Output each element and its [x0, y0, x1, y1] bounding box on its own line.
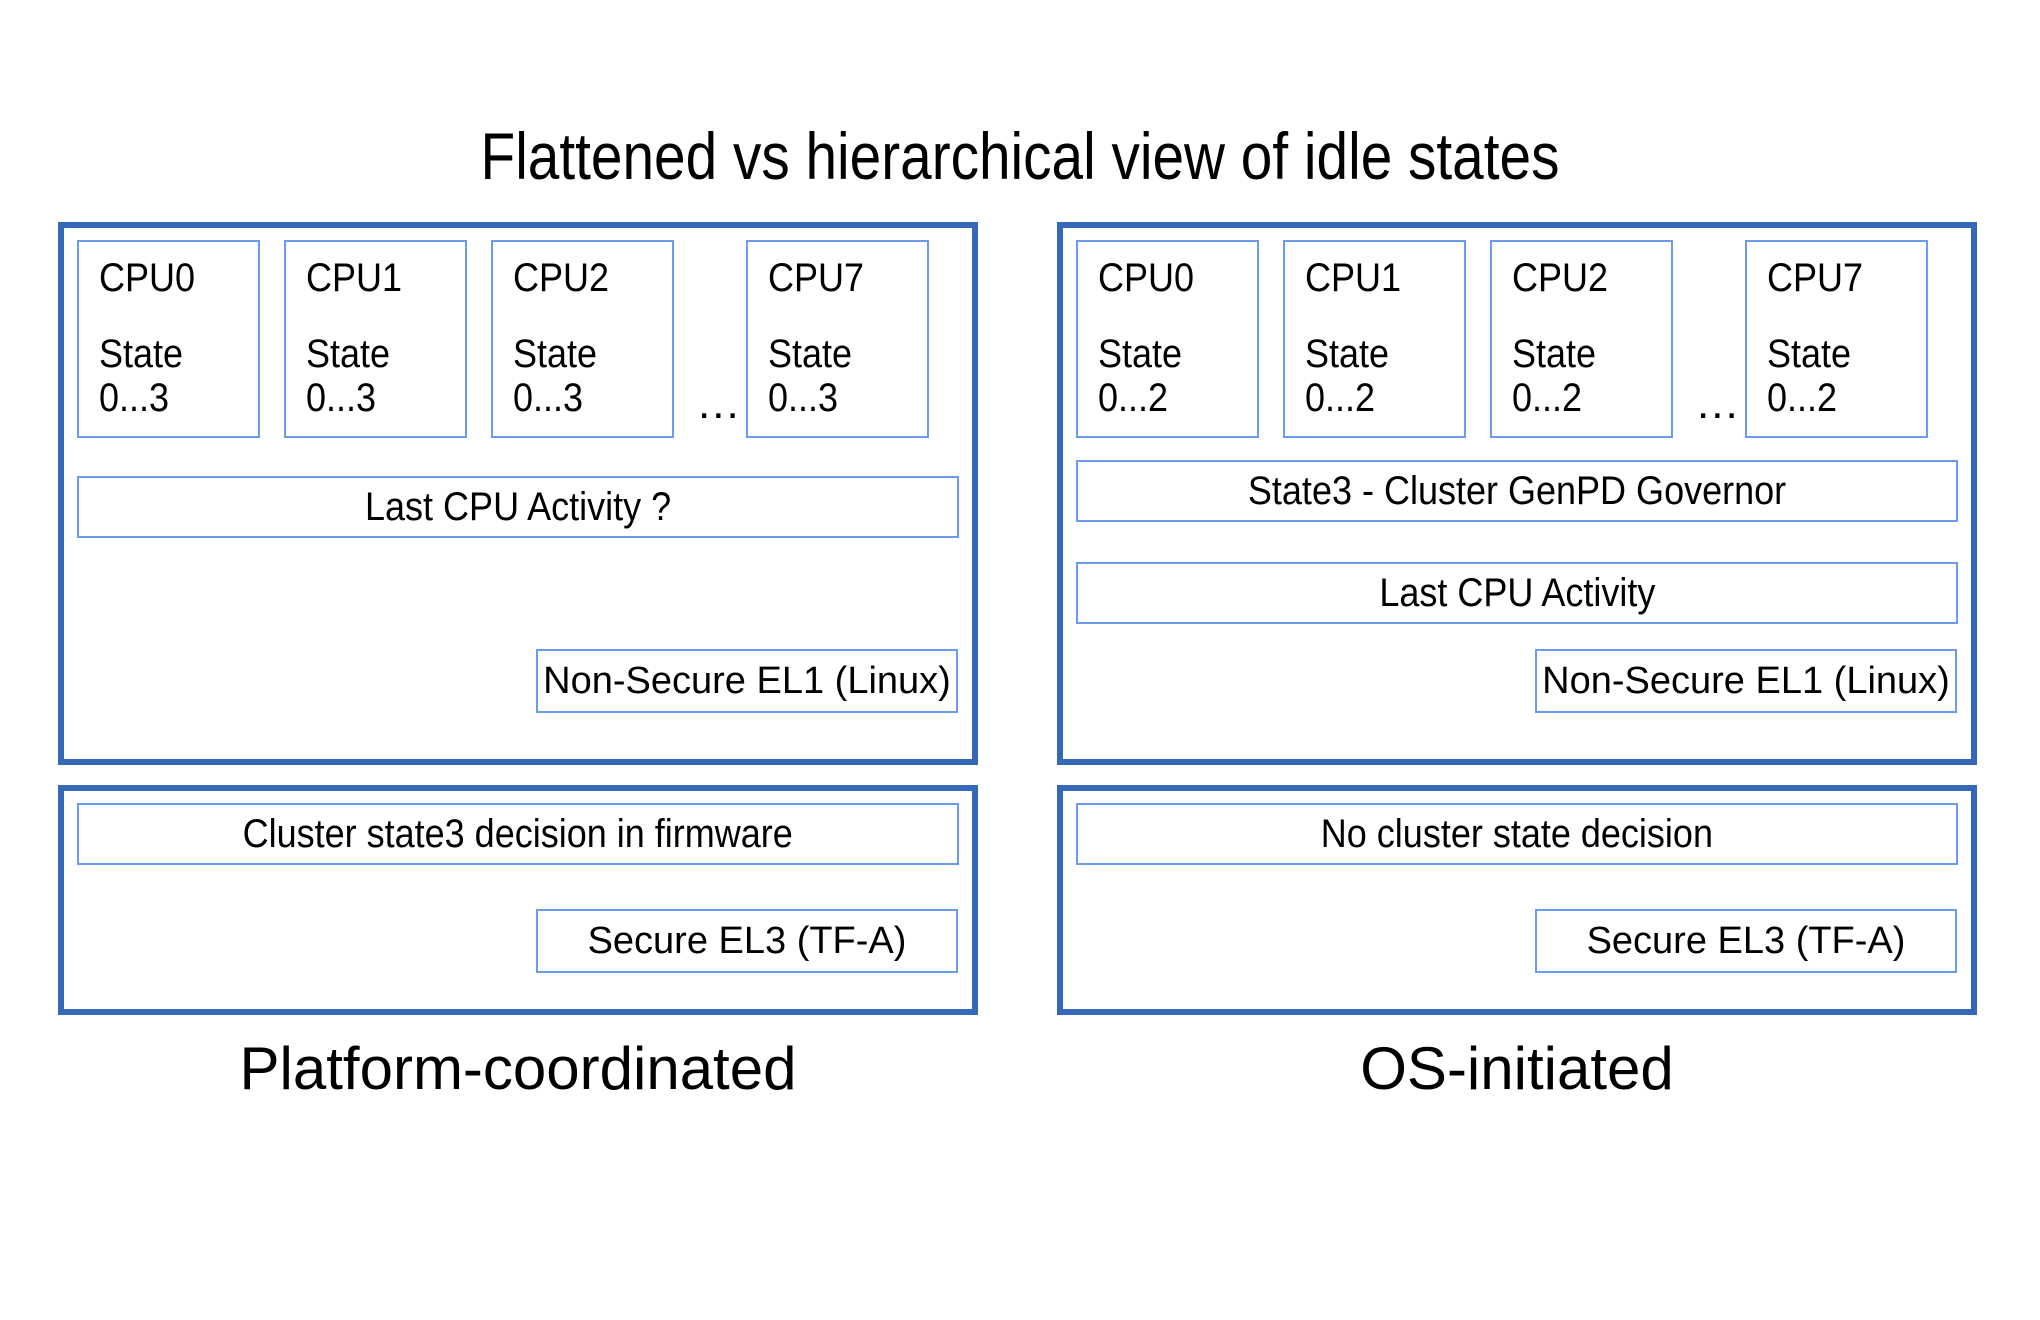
cpu-state: State 0...3	[99, 332, 183, 420]
cpu-state-label: State	[1098, 332, 1183, 376]
cpu-state-label: State	[1512, 332, 1597, 376]
cpu-state-range: 0...3	[768, 376, 839, 420]
cpu-state-range: 0...2	[1098, 376, 1169, 420]
last-cpu-activity-bar-left: Last CPU Activity ?	[77, 476, 959, 538]
caption-os-initiated: OS-initiated	[1057, 1034, 1977, 1104]
cpu-ellipsis-left: ...	[698, 379, 741, 428]
last-cpu-activity-bar-right: Last CPU Activity	[1076, 562, 1958, 624]
secure-el3-panel-left: Cluster state3 decision in firmware Secu…	[58, 785, 978, 1015]
cpu-state-label: State	[513, 332, 598, 376]
cpu-state: State 0...2	[1767, 332, 1851, 420]
cpu-label: CPU0	[99, 256, 196, 300]
secure-el3-tag-right: Secure EL3 (TF-A)	[1535, 909, 1957, 973]
cpu-state: State 0...3	[306, 332, 390, 420]
caption-label: Platform-coordinated	[239, 1035, 797, 1102]
page-title: Flattened vs hierarchical view of idle s…	[480, 119, 1560, 193]
non-secure-el1-tag-right: Non-Secure EL1 (Linux)	[1535, 649, 1957, 713]
cpu-state: State 0...3	[768, 332, 852, 420]
cpu-box-cpu1-right[interactable]: CPU1 State 0...2	[1283, 240, 1466, 438]
cpu-box-cpu7-right[interactable]: CPU7 State 0...2	[1745, 240, 1928, 438]
cpu-state-label: State	[306, 332, 391, 376]
cpu-label: CPU7	[768, 256, 865, 300]
cpu-state-range: 0...2	[1305, 376, 1376, 420]
cpu-box-cpu0-left[interactable]: CPU0 State 0...3	[77, 240, 260, 438]
cpu-row-right: CPU0 State 0...2 CPU1 State 0...2 CPU2 S…	[1076, 240, 1958, 438]
caption-platform-coordinated: Platform-coordinated	[58, 1034, 978, 1104]
cpu-ellipsis-right: ...	[1697, 379, 1740, 428]
cpu-state-label: State	[1767, 332, 1852, 376]
cpu-label: CPU0	[1098, 256, 1195, 300]
cluster-decision-bar-right: No cluster state decision	[1076, 803, 1958, 865]
cpu-box-cpu1-left[interactable]: CPU1 State 0...3	[284, 240, 467, 438]
cpu-label: CPU2	[1512, 256, 1609, 300]
caption-label: OS-initiated	[1360, 1035, 1674, 1102]
secure-el3-panel-right: No cluster state decision Secure EL3 (TF…	[1057, 785, 1977, 1015]
cpu-label: CPU1	[306, 256, 403, 300]
last-cpu-activity-label: Last CPU Activity ?	[364, 485, 672, 529]
cpu-state: State 0...3	[513, 332, 597, 420]
cpu-state-range: 0...3	[306, 376, 377, 420]
cpu-box-cpu7-left[interactable]: CPU7 State 0...3	[746, 240, 929, 438]
column-platform-coordinated: CPU0 State 0...3 CPU1 State 0...3 CPU2 S…	[58, 222, 978, 1015]
secure-el3-tag-left: Secure EL3 (TF-A)	[536, 909, 958, 973]
cpu-state-range: 0...3	[99, 376, 170, 420]
non-secure-el1-label: Non-Secure EL1 (Linux)	[543, 660, 951, 702]
cpu-state-label: State	[768, 332, 853, 376]
cpu-state-range: 0...2	[1767, 376, 1838, 420]
cpu-state: State 0...2	[1098, 332, 1182, 420]
cpu-label: CPU1	[1305, 256, 1402, 300]
cpu-label: CPU2	[513, 256, 610, 300]
cpu-row-left: CPU0 State 0...3 CPU1 State 0...3 CPU2 S…	[77, 240, 959, 438]
cpu-box-cpu2-right[interactable]: CPU2 State 0...2	[1490, 240, 1673, 438]
cluster-decision-bar-left: Cluster state3 decision in firmware	[77, 803, 959, 865]
last-cpu-activity-label: Last CPU Activity	[1378, 571, 1656, 615]
column-os-initiated: CPU0 State 0...2 CPU1 State 0...2 CPU2 S…	[1057, 222, 1977, 1015]
cpu-state-range: 0...3	[513, 376, 584, 420]
non-secure-el1-label: Non-Secure EL1 (Linux)	[1542, 660, 1950, 702]
cpu-state: State 0...2	[1512, 332, 1596, 420]
cpu-box-cpu2-left[interactable]: CPU2 State 0...3	[491, 240, 674, 438]
cluster-decision-label: Cluster state3 decision in firmware	[242, 812, 794, 856]
cpu-state-label: State	[1305, 332, 1390, 376]
secure-el3-label: Secure EL3 (TF-A)	[1586, 920, 1906, 962]
cluster-decision-label: No cluster state decision	[1320, 812, 1714, 856]
cluster-genpd-governor-label: State3 - Cluster GenPD Governor	[1247, 469, 1787, 513]
cluster-genpd-governor-bar: State3 - Cluster GenPD Governor	[1076, 460, 1958, 522]
cpu-label: CPU7	[1767, 256, 1864, 300]
cpu-state: State 0...2	[1305, 332, 1389, 420]
non-secure-el1-tag-left: Non-Secure EL1 (Linux)	[536, 649, 958, 713]
secure-el3-label: Secure EL3 (TF-A)	[587, 920, 907, 962]
cpu-state-range: 0...2	[1512, 376, 1583, 420]
non-secure-el1-panel-left: CPU0 State 0...3 CPU1 State 0...3 CPU2 S…	[58, 222, 978, 765]
non-secure-el1-panel-right: CPU0 State 0...2 CPU1 State 0...2 CPU2 S…	[1057, 222, 1977, 765]
cpu-state-label: State	[99, 332, 184, 376]
cpu-box-cpu0-right[interactable]: CPU0 State 0...2	[1076, 240, 1259, 438]
